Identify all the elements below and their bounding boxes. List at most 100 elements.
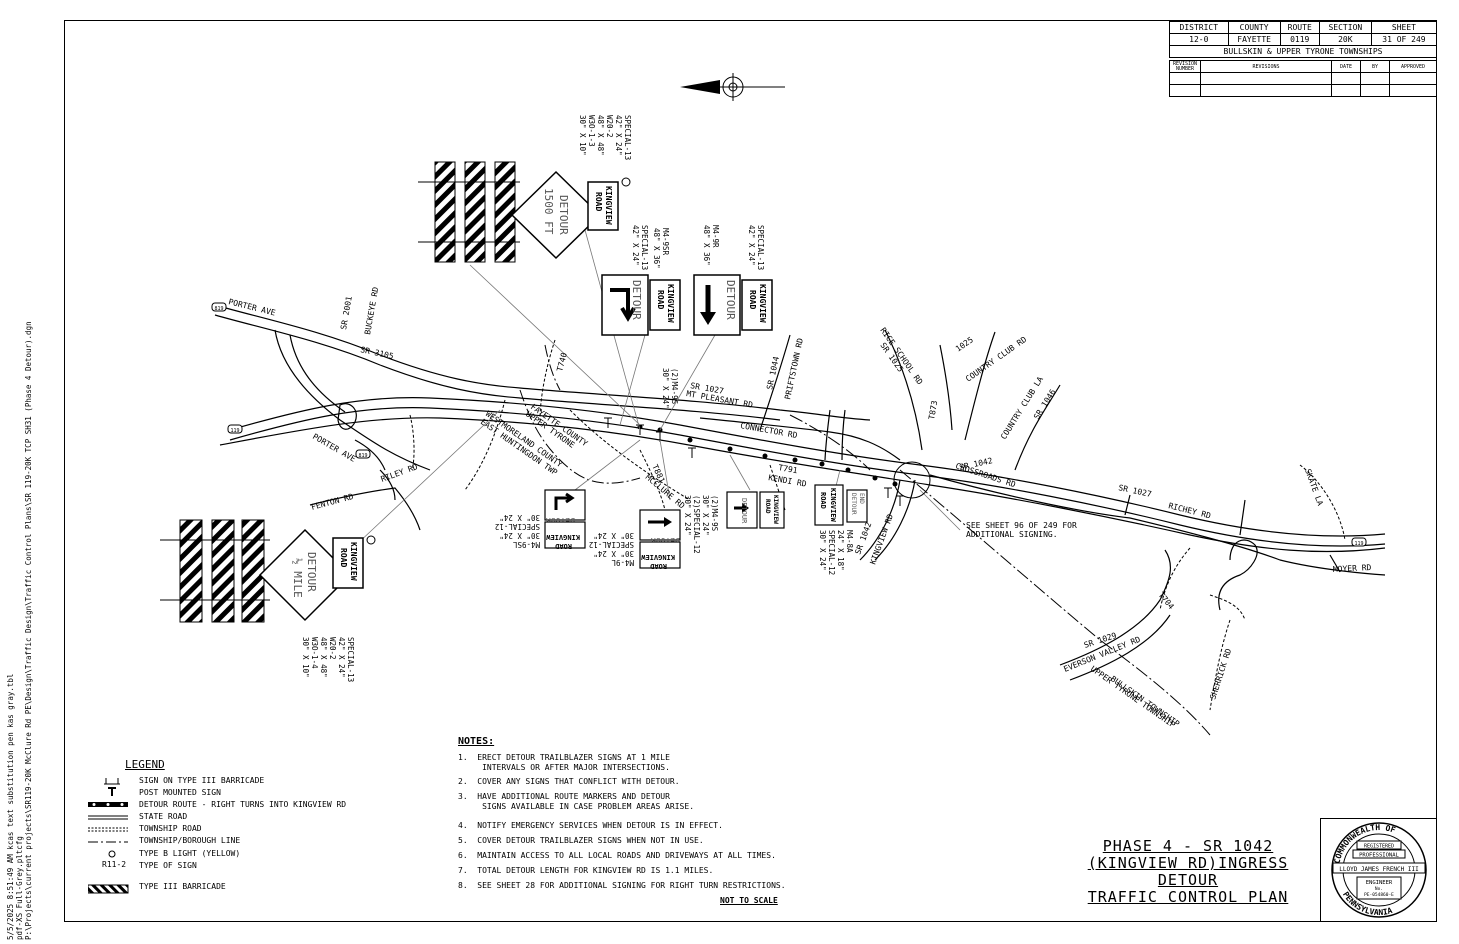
- sr-3105-road: [214, 304, 871, 471]
- label-kendi: KENDI RD: [768, 473, 808, 489]
- spec-sp13-b: SPECIAL-1342" X 24": [631, 225, 649, 270]
- svg-text:KINGVIEW: KINGVIEW: [640, 553, 675, 561]
- detour-turn-sign: DETOUR: [601, 274, 649, 336]
- svg-text:DETOUR: DETOUR: [724, 280, 737, 320]
- note-4: 4. NOTIFY EMERGENCY SERVICES WHEN DETOUR…: [458, 821, 723, 830]
- legend-title: LEGEND: [125, 758, 165, 771]
- spec-m49s2: (2)M4-9S30" X 24"(2)SPECIAL-1230" X 24": [683, 495, 719, 554]
- legend-item-2: POST MOUNTED SIGN: [139, 788, 221, 797]
- barricade-top: [418, 161, 520, 263]
- sr-1046-road: [1014, 384, 1061, 471]
- sherrick-road: [1209, 619, 1231, 711]
- route-119-shield-icon: 119: [227, 424, 243, 434]
- connector-road: [699, 409, 901, 461]
- svg-text:DETOUR: DETOUR: [305, 552, 318, 592]
- label-riley: RILEY RD: [380, 462, 419, 484]
- end-detour-sign: END DETOUR: [846, 489, 868, 523]
- richey-road: [929, 474, 1386, 576]
- svg-text:ROAD: ROAD: [594, 192, 603, 211]
- svg-text:KINGVIEW: KINGVIEW: [758, 284, 767, 323]
- seal-registered: REGISTERED: [1364, 844, 1394, 850]
- note-5: 5. COVER DETOUR TRAILBLAZER SIGNS WHEN N…: [458, 836, 704, 845]
- label-kingview-rd: KINGVIEW RD: [868, 513, 895, 566]
- revisions-table: REVISION NUMBER REVISIONS DATE BY APPROV…: [1169, 60, 1437, 97]
- note-8: 8. SEE SHEET 28 FOR ADDITIONAL SIGNING F…: [458, 881, 786, 890]
- label-sr2001: SR 2001: [339, 295, 354, 330]
- svg-text:½ MILE: ½ MILE: [291, 558, 304, 598]
- legend-item-3: DETOUR ROUTE - RIGHT TURNS INTO KINGVIEW…: [139, 800, 347, 809]
- county-line: [519, 389, 641, 484]
- seal-number: PE-054860-E: [1364, 892, 1394, 898]
- plan-title-line4: TRAFFIC CONTROL PLAN: [1087, 888, 1289, 906]
- see-sheet-note-line1: SEE SHEET 96 OF 249 FOR: [966, 521, 1077, 530]
- spec-m49sr: M4-9SR48" X 36": [652, 228, 670, 269]
- seal-engineer: ENGINEER: [1366, 880, 1393, 886]
- note-1: 1. ERECT DETOUR TRAILBLAZER SIGNS AT 1 M…: [458, 753, 670, 772]
- title-block-table: DISTRICT COUNTY ROUTE SECTION SHEET 12-0…: [1169, 21, 1438, 58]
- label-upper-tyrone-twp: UPPER TYRONE TOWNSHIP: [1089, 664, 1177, 729]
- note-2: 2. COVER ANY SIGNS THAT CONFLICT WITH DE…: [458, 777, 680, 786]
- see-sheet-note-line2: ADDITIONAL SIGNING.: [966, 530, 1058, 539]
- label-t791: T791: [778, 463, 799, 475]
- svg-text:KINGVIEW: KINGVIEW: [772, 495, 779, 524]
- riley-fenton-road: [309, 487, 421, 531]
- label-t740: T740: [555, 351, 569, 372]
- kingview-sign-f: KINGVIEW ROAD: [759, 491, 785, 529]
- intersection-circle: [893, 461, 931, 499]
- drawing-border: [64, 20, 1437, 922]
- townships: BULLSKIN & UPPER TYRONE TOWNSHIPS: [1169, 45, 1437, 58]
- label-porter-ave-low: PORTER AVE: [311, 432, 357, 464]
- svg-text:DETOUR: DETOUR: [651, 536, 680, 545]
- notes-title: NOTES:: [458, 736, 495, 747]
- svg-text:ROAD: ROAD: [650, 562, 667, 570]
- label-1025: 1025: [954, 335, 975, 354]
- label-rice-school: RICE SCHOOL RD: [878, 326, 924, 387]
- plan-title: PHASE 4 - SR 1042 (KINGVIEW RD)INGRESS D…: [1068, 838, 1308, 906]
- seal-no: No.: [1375, 886, 1383, 892]
- label-t873: T873: [927, 400, 939, 421]
- svg-text:KINGVIEW: KINGVIEW: [545, 533, 580, 541]
- spec-m49sl: M4-9SL30" X 24"SPECIAL-1230" X 24": [495, 513, 540, 549]
- svg-text:ROAD: ROAD: [748, 290, 757, 309]
- legend-item-5: TOWNSHIP ROAD: [139, 824, 202, 833]
- spec-m48a: M4-8A24" X 18"SPECIAL-1230" X 24": [818, 530, 854, 575]
- svg-text:ROAD: ROAD: [555, 542, 572, 550]
- detour-sign-m49l: DETOUR: [639, 509, 681, 545]
- kingview-sign-d: KINGVIEW ROAD: [544, 521, 586, 550]
- svg-text:119: 119: [1354, 541, 1363, 547]
- everson-valley-road: [1059, 549, 1172, 681]
- svg-text:819: 819: [358, 453, 367, 459]
- kingview-sign-g: KINGVIEW ROAD: [814, 484, 844, 526]
- svg-text:ROAD: ROAD: [819, 492, 827, 509]
- svg-text:1500 FT: 1500 FT: [542, 188, 555, 235]
- seal-name: LLOYD JAMES FRENCH III: [1339, 866, 1419, 873]
- legend-sign-code: R11-2: [102, 860, 127, 869]
- kingview-sign-b: KINGVIEW ROAD: [649, 279, 681, 331]
- legend-symbols: [88, 778, 129, 894]
- svg-text:ROAD: ROAD: [764, 499, 771, 514]
- label-moyer: MOYER RD: [1333, 563, 1372, 574]
- legend-item-9: TYPE III BARRICADE: [139, 882, 226, 891]
- svg-text:DETOUR: DETOUR: [557, 195, 570, 235]
- spec-m49s: (2)M4-9S30" X 24": [661, 368, 679, 409]
- spec-top-a: SPECIAL-1342" X 24"W20-248" X 48"W3O-1-3…: [578, 115, 632, 160]
- country-club-road: [939, 331, 996, 441]
- svg-text:KINGVIEW: KINGVIEW: [349, 542, 358, 581]
- svg-text:DETOUR: DETOUR: [740, 498, 748, 524]
- svg-text:DETOUR: DETOUR: [850, 493, 857, 515]
- kingview-sign-top: KINGVIEW ROAD: [587, 181, 619, 231]
- not-to-scale: NOT TO SCALE: [720, 896, 778, 905]
- kingview-sign-c: KINGVIEW ROAD: [741, 279, 773, 331]
- kingview-sign-e: KINGVIEW ROAD: [639, 541, 681, 570]
- interchange-loop: [1218, 539, 1258, 611]
- svg-text:KINGVIEW: KINGVIEW: [666, 284, 675, 323]
- plan-title-line1: PHASE 4 - SR 1042: [1102, 837, 1274, 855]
- detour-sign-m49sl: DETOUR: [544, 489, 586, 525]
- spec-sp13-c: SPECIAL-1342" X 24": [747, 225, 765, 270]
- note-7: 7. TOTAL DETOUR LENGTH FOR KINGVIEW RD I…: [458, 866, 714, 875]
- svg-text:119: 119: [230, 428, 239, 434]
- road-labels: PORTER AVE SR 2001 BUCKEYE RD SR 3105 T7…: [228, 286, 1372, 730]
- label-fenton: FENTON RD: [310, 492, 354, 512]
- kingview-road: [859, 479, 916, 561]
